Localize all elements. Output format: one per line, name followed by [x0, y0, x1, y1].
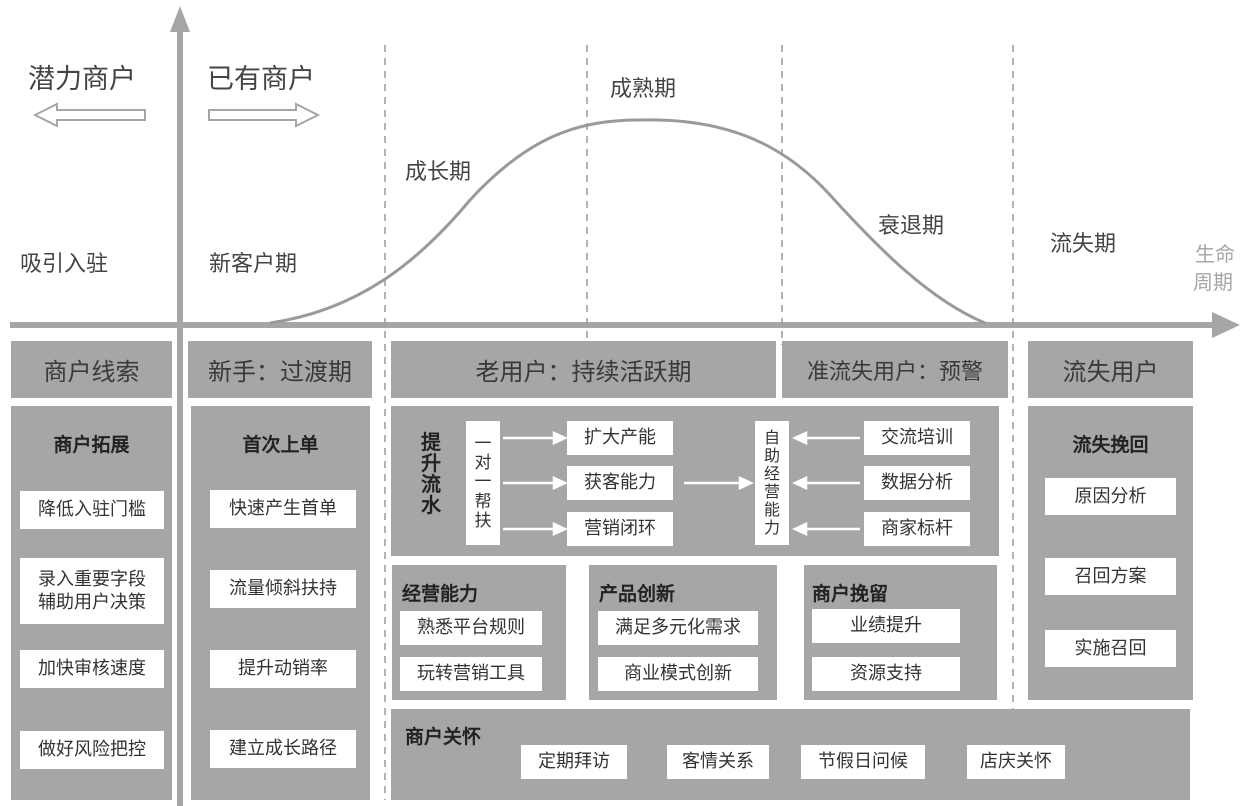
benchmark-box: 商家标杆 [864, 512, 970, 546]
first-order-title: 首次上单 [242, 434, 319, 456]
stage-churned: 流失用户 [1028, 341, 1193, 398]
holiday-greeting-box: 节假日问候 [801, 745, 925, 779]
title-char: 流 [421, 472, 441, 496]
lower-threshold-box: 降低入驻门槛 [20, 491, 164, 529]
box-char: 力 [763, 517, 780, 537]
arrow-head [552, 476, 569, 490]
new-customer-period-label: 新客户期 [209, 252, 298, 277]
merchant-care-title: 商户关怀 [405, 726, 482, 748]
potential-merchant-label: 潜力商户 [28, 64, 136, 95]
title-char: 升 [421, 451, 441, 475]
growth-stage-label: 成长期 [405, 160, 472, 185]
box-char: 自 [763, 428, 780, 448]
arrow-head [791, 431, 808, 445]
axis-label-lifecycle-2: 周期 [1193, 270, 1233, 294]
box-char: 一 [474, 434, 492, 455]
performance-box: 业绩提升 [812, 609, 960, 643]
arrow-head [738, 476, 755, 490]
growth-path-box: 建立成长路径 [210, 730, 356, 768]
sell-through-box: 提升动销率 [210, 650, 356, 688]
vertical-axis-arrow [170, 6, 190, 32]
right-outline-arrow [208, 102, 321, 128]
merchant-expansion-title: 商户拓展 [53, 434, 130, 456]
anniversary-care-box: 店庆关怀 [967, 745, 1065, 779]
stage-warning: 准流失用户：预警 [782, 341, 1008, 398]
relationship-box: 客情关系 [667, 745, 769, 779]
box-char: 助 [763, 446, 780, 466]
risk-control-box: 做好风险把控 [20, 731, 164, 769]
axis-label-lifecycle-1: 生命 [1195, 242, 1235, 266]
stage-newbie: 新手：过渡期 [188, 341, 372, 398]
speed-review-box: 加快审核速度 [20, 650, 164, 688]
stage-active: 老用户：持续活跃期 [391, 341, 776, 398]
box-char: 营 [763, 482, 780, 501]
operation-ability-title: 经营能力 [402, 583, 479, 605]
training-box: 交流培训 [864, 421, 970, 455]
box-char: 扶 [474, 510, 492, 531]
recall-plan-box: 召回方案 [1045, 558, 1176, 595]
left-outline-arrow [32, 102, 146, 128]
churn-stage-label: 流失期 [1050, 232, 1117, 257]
self-operation-box: 自 助 经 营 能 力 [755, 421, 789, 545]
diverse-demand-box: 满足多元化需求 [598, 611, 758, 645]
input-fields-box: 录入重要字段 辅助用户决策 [20, 558, 164, 624]
marketing-tools-box: 玩转营销工具 [400, 657, 542, 691]
resource-support-box: 资源支持 [812, 657, 960, 691]
box-char: 经 [763, 464, 780, 484]
execute-recall-box: 实施召回 [1045, 630, 1176, 667]
data-analysis-box: 数据分析 [864, 466, 970, 500]
arrow-head [791, 522, 808, 536]
existing-merchant-label: 已有商户 [207, 64, 315, 95]
cause-analysis-box: 原因分析 [1045, 478, 1176, 515]
lifecycle-curve [269, 118, 986, 325]
arrow-head [552, 431, 569, 445]
churn-recovery-title: 流失挽回 [1072, 434, 1149, 456]
arrow-head [791, 476, 808, 490]
box-char: 对 [474, 453, 492, 474]
decline-stage-label: 衰退期 [878, 214, 945, 239]
box-char: 帮 [474, 491, 492, 512]
acquisition-box: 获客能力 [567, 466, 673, 500]
regular-visit-box: 定期拜访 [521, 745, 627, 779]
one-on-one-box: 一 对 一 帮 扶 [466, 421, 500, 545]
platform-rules-box: 熟悉平台规则 [400, 611, 542, 645]
merchant-care-panel [391, 709, 1190, 800]
traffic-support-box: 流量倾斜扶持 [210, 570, 356, 608]
fast-first-order-box: 快速产生首单 [210, 490, 356, 528]
box-char: 能 [763, 499, 780, 519]
title-char: 提 [421, 430, 441, 454]
product-innovation-title: 产品创新 [599, 583, 676, 605]
improve-revenue-title: 提 升 流 水 [418, 432, 444, 516]
marketing-loop-box: 营销闭环 [567, 512, 673, 546]
mature-stage-label: 成熟期 [610, 77, 677, 102]
box-char: 一 [474, 472, 492, 493]
stage-leads: 商户线索 [11, 341, 172, 398]
arrow-head [552, 522, 569, 536]
title-char: 水 [421, 493, 441, 517]
attract-label: 吸引入驻 [20, 252, 109, 277]
merchant-retention-title: 商户挽留 [812, 583, 889, 605]
business-model-box: 商业模式创新 [598, 657, 758, 691]
horizontal-axis-arrow [1212, 312, 1240, 338]
expand-capacity-box: 扩大产能 [567, 421, 673, 455]
